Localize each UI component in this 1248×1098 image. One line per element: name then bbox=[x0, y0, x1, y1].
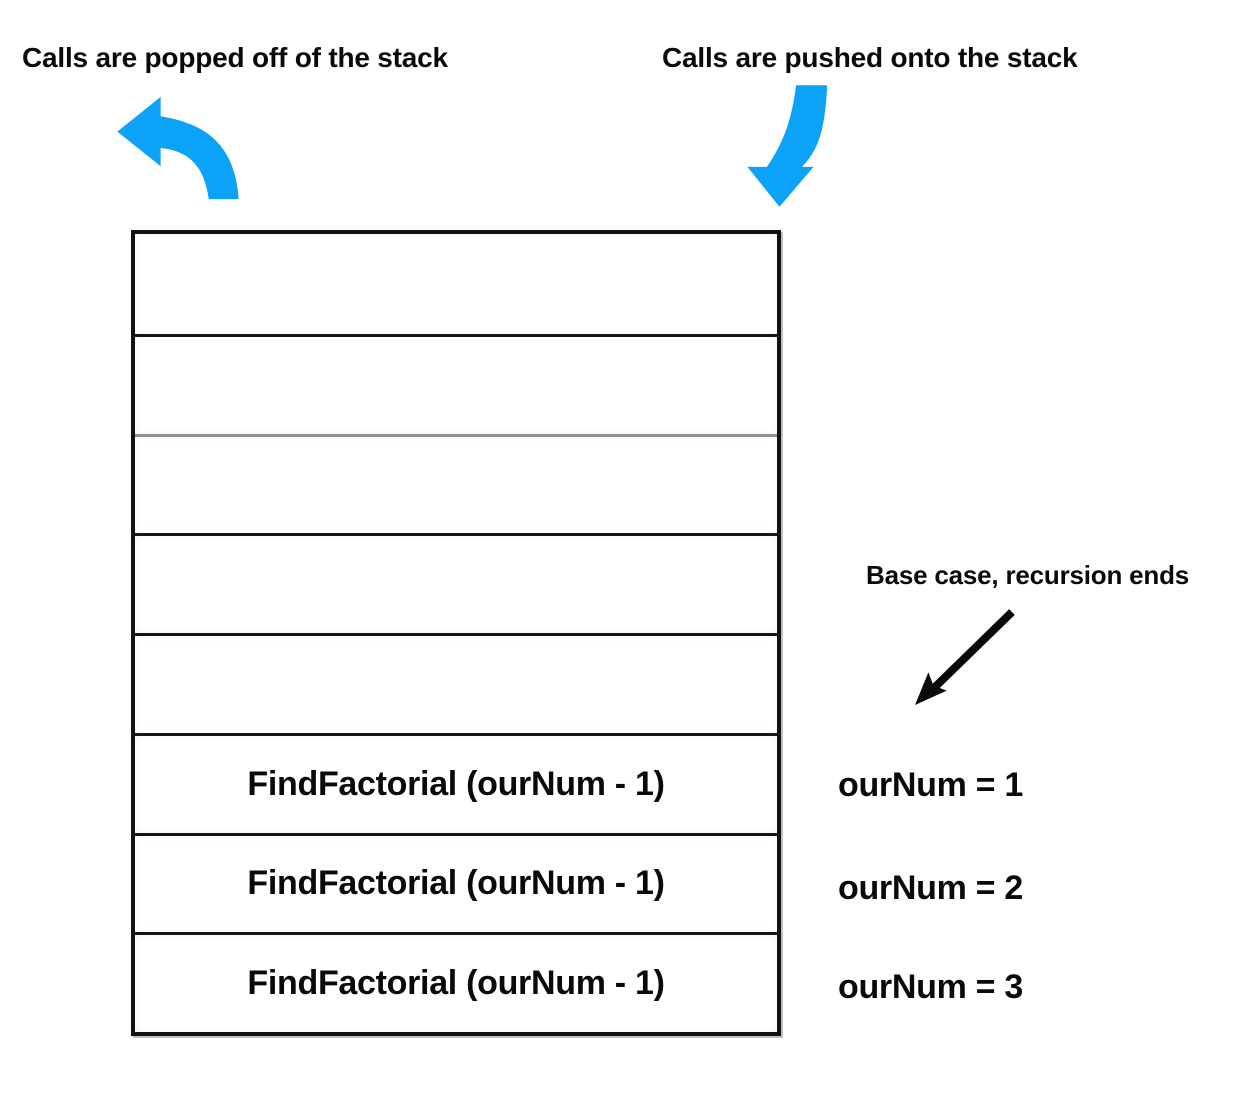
curved-arrow-down-icon bbox=[747, 85, 828, 207]
arrow-down-left-icon bbox=[915, 609, 1015, 705]
arrow-down-left-head bbox=[915, 672, 947, 705]
push-caption: Calls are pushed onto the stack bbox=[662, 42, 1078, 73]
stack-frame-label: FindFactorial (ourNum - 1) bbox=[247, 764, 665, 803]
stack-frame-row bbox=[135, 333, 777, 434]
stack-frame-row bbox=[135, 234, 777, 334]
ournum-label-2: ourNum = 2 bbox=[838, 869, 1023, 907]
stack-frame-row: FindFactorial (ourNum - 1) bbox=[135, 832, 777, 933]
ournum-label-3: ourNum = 3 bbox=[838, 968, 1023, 1006]
pop-caption: Calls are popped off of the stack bbox=[22, 42, 448, 73]
stack-frame-row: FindFactorial (ourNum - 1) bbox=[135, 932, 777, 1032]
arrow-down-left-line bbox=[931, 609, 1015, 691]
stack-frame-row bbox=[135, 433, 777, 534]
stack-frame-label: FindFactorial (ourNum - 1) bbox=[247, 864, 665, 903]
ournum-label-1: ourNum = 1 bbox=[838, 766, 1023, 804]
stack-frame-row bbox=[135, 533, 777, 633]
stack-frame-row bbox=[135, 633, 777, 733]
base-case-annotation: Base case, recursion ends bbox=[866, 560, 1190, 590]
call-stack: FindFactorial (ourNum - 1) FindFactorial… bbox=[131, 230, 781, 1036]
curved-arrow-down-shape bbox=[747, 85, 828, 207]
stack-frame-label: FindFactorial (ourNum - 1) bbox=[247, 964, 665, 1003]
curved-arrow-left-shape bbox=[117, 96, 239, 200]
stack-frame-row: FindFactorial (ourNum - 1) bbox=[135, 732, 777, 833]
curved-arrow-left-icon bbox=[117, 96, 239, 200]
